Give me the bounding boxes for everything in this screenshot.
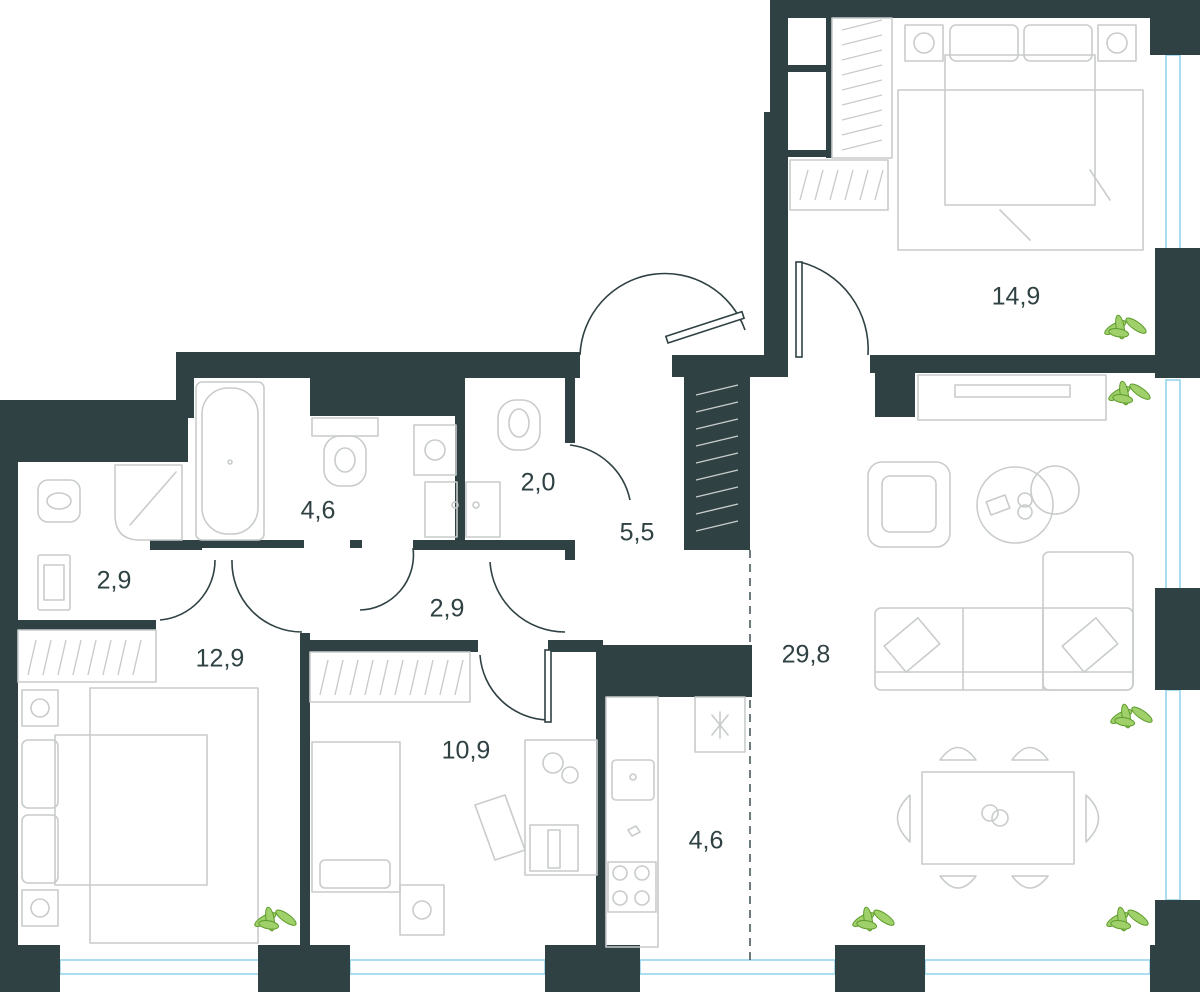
room-labels: 14,9 4,6 2,0 5,5 2,9 2,9 12,9 10,9 29,8 … xyxy=(97,283,1041,855)
window-bottom-2 xyxy=(349,959,546,975)
window-bottom-3 xyxy=(639,959,836,975)
plant-icon xyxy=(852,906,895,932)
plant-icon xyxy=(1106,906,1149,932)
area-label-bathroom-main: 4,6 xyxy=(301,497,336,525)
window-right-3 xyxy=(1165,689,1181,901)
area-label-corridor: 2,9 xyxy=(430,595,465,623)
wardrobe-hatch-hall xyxy=(695,384,739,532)
area-label-kitchen: 4,6 xyxy=(689,827,724,855)
desk xyxy=(524,739,598,876)
plant-icon xyxy=(254,906,297,932)
furniture xyxy=(17,17,1144,948)
bed-master xyxy=(897,89,1144,251)
window-bottom-4 xyxy=(924,959,1151,975)
area-label-bedroom-middle: 10,9 xyxy=(442,737,491,765)
plant-icon xyxy=(1104,314,1147,340)
area-label-bedroom-left: 12,9 xyxy=(196,645,245,673)
area-label-hall: 5,5 xyxy=(620,519,655,547)
wardrobe-hatch-master xyxy=(841,19,883,151)
doors xyxy=(159,261,869,723)
sofa xyxy=(874,607,1134,691)
armchair xyxy=(867,461,951,548)
bed-double-left xyxy=(89,687,259,944)
window-right-1 xyxy=(1165,54,1181,251)
dining-table xyxy=(921,771,1075,865)
windows xyxy=(59,54,1181,975)
area-label-living: 29,8 xyxy=(782,641,831,669)
plant-icon xyxy=(1108,380,1151,406)
bed-single xyxy=(311,741,401,893)
coffee-table xyxy=(976,466,1054,544)
area-label-bedroom-master: 14,9 xyxy=(992,283,1041,311)
window-bottom-1 xyxy=(59,959,261,975)
plant-icon xyxy=(1110,703,1153,729)
area-label-toilet: 2,0 xyxy=(521,469,556,497)
area-label-bathroom-small: 2,9 xyxy=(97,567,132,595)
window-right-2 xyxy=(1165,379,1181,591)
plants xyxy=(254,314,1153,932)
bathtub xyxy=(195,381,265,541)
